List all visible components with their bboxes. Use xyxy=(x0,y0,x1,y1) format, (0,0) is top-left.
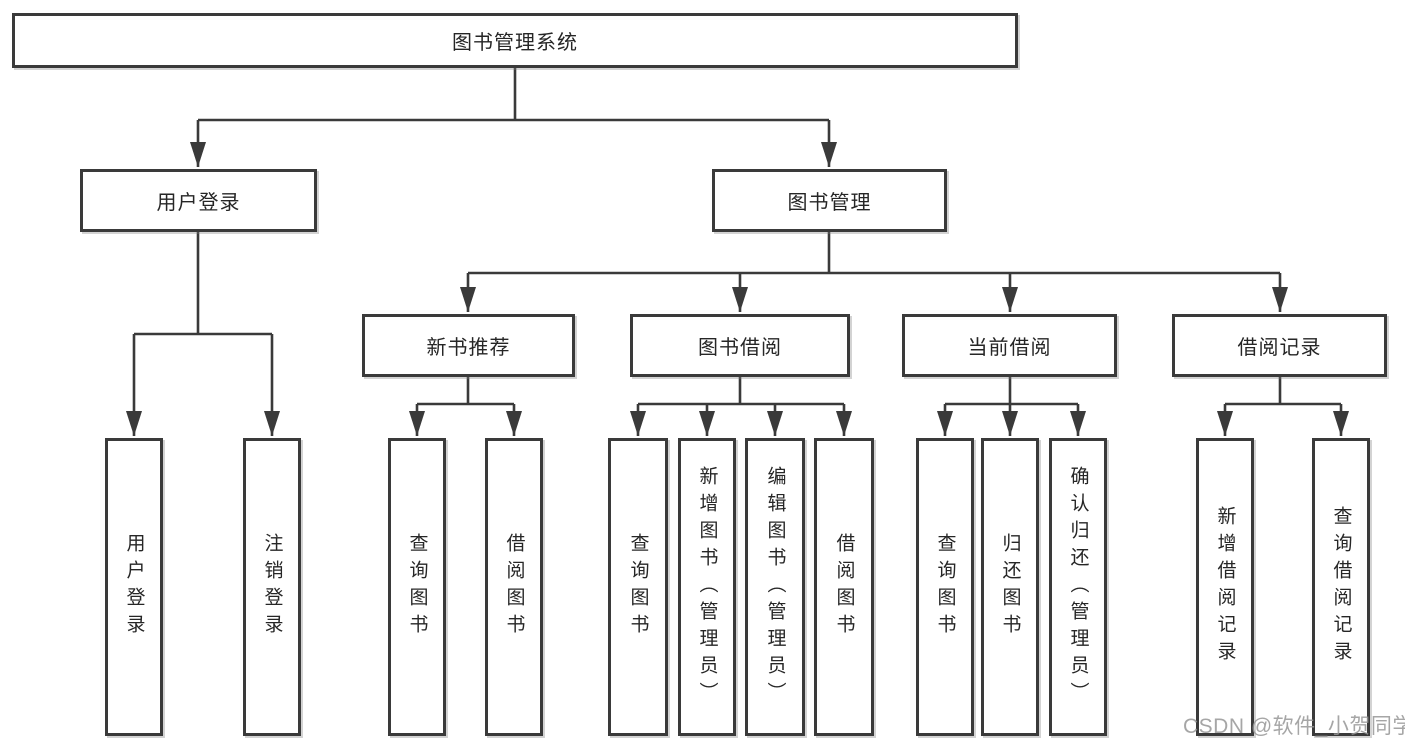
leaf-add-books-admin: 新增图书（管理员） xyxy=(678,438,736,736)
node-book-management: 图书管理 xyxy=(712,169,947,232)
leaf-return-books: 归还图书 xyxy=(981,438,1039,736)
leaf-logout: 注销登录 xyxy=(243,438,301,736)
leaf-add-borrow-record: 新增借阅记录 xyxy=(1196,438,1254,736)
leaf-query-books-borrow: 查询图书 xyxy=(608,438,668,736)
leaf-query-books-current: 查询图书 xyxy=(916,438,974,736)
leaf-query-books-recommend: 查询图书 xyxy=(388,438,446,736)
leaf-borrow-books: 借阅图书 xyxy=(814,438,874,736)
node-library-management-system: 图书管理系统 xyxy=(12,13,1018,68)
leaf-confirm-return-admin: 确认归还（管理员） xyxy=(1049,438,1107,736)
csdn-watermark: CSDN @软件_小贺同学 xyxy=(1183,715,1405,738)
node-borrow-records: 借阅记录 xyxy=(1172,314,1387,377)
node-user-login: 用户登录 xyxy=(80,169,317,232)
leaf-edit-books-admin: 编辑图书（管理员） xyxy=(745,438,805,736)
node-current-borrow: 当前借阅 xyxy=(902,314,1117,377)
node-new-book-recommend: 新书推荐 xyxy=(362,314,575,377)
leaf-user-login: 用户登录 xyxy=(105,438,163,736)
leaf-borrow-books-recommend: 借阅图书 xyxy=(485,438,543,736)
leaf-query-borrow-record: 查询借阅记录 xyxy=(1312,438,1370,736)
node-book-borrow: 图书借阅 xyxy=(630,314,850,377)
